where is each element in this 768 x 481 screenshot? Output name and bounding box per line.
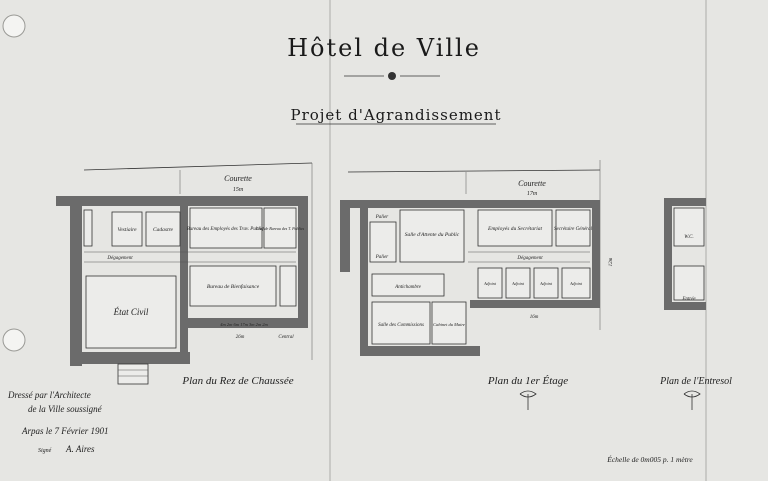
exterior-wall [180,318,308,328]
room-antichambre [371,273,445,297]
room-label: Adjoint [511,281,525,286]
signature-date: Arpas le 7 Février 1901 [21,426,108,436]
room-label: Secrétaire Général [554,227,593,232]
signed-label: Signé [38,448,52,454]
room-wc [673,207,705,247]
corridor-label: Dégagement [516,256,543,261]
drawing-subtitle: Projet d'Agrandissement [290,106,501,124]
room-label: Salle d'Attente du Public [405,232,460,238]
scale-note: Échelle de 0m005 p. 1 mètre [606,454,693,464]
room-label: W.C. [684,235,694,240]
signature-block: Dressé par l'Architecte de la Ville sous… [7,390,108,454]
staircase [83,209,93,247]
ground-floor-plan: Courette 15m Vestiaire Cadastre Bureau d… [56,162,313,387]
exterior-wall [470,300,600,308]
room-label: Bureau de Bienfaisance [207,283,260,290]
total-dimension: 26m [236,335,245,340]
first-floor-plan: Courette 17m Palier Palier Salle d'Atten… [340,160,614,410]
room-salle-commissions [371,301,431,345]
dimension-label: 12m [609,257,614,266]
room-adjoint [533,267,559,299]
signature-name: A. Aires [65,444,95,454]
plan-caption: Plan du Rez de Chaussée [181,375,293,387]
room-label: État Civil [113,307,149,317]
plan-caption: Plan du 1er Étage [487,375,568,387]
exterior-wall [70,352,190,364]
room-adjoint [561,267,591,299]
exterior-wall [664,302,706,310]
room-label: Adjoint [539,281,553,286]
room-vestiaire [111,211,143,247]
north-arrow-icon [519,390,537,410]
room-label: Entrée [681,297,696,302]
room-label: Antichambre [394,285,421,290]
room-label: Cabinet du Maire [433,322,465,327]
dimension-chain: 4m 2m 6m 17m 3m 2m 2m [220,322,268,327]
room-label: Central [278,335,294,340]
courette-boundary [347,169,601,173]
signature-line: Dressé par l'Architecte [7,390,91,400]
plan-caption: Plan de l'Entresol [659,376,732,387]
entrance-steps [117,363,149,385]
exterior-wall [70,196,82,366]
exterior-wall [664,198,706,206]
staircase [279,265,297,307]
exterior-wall [360,346,480,356]
room-salle-attente [399,209,465,263]
courette-dimension: 15m [233,187,244,193]
room-label: Palier [375,215,389,220]
dimension-label: 16m [530,315,539,320]
room-adjoint [505,267,531,299]
drawing-title: Hôtel de Ville [287,34,481,62]
staircase [369,221,397,263]
mezzanine-plan: W.C. Entrée Plan de l'Entresol [659,198,732,410]
room-label: Salle des Commissions [378,323,424,328]
north-arrow-icon [683,390,701,410]
binder-hole-icon [2,328,26,352]
room-etat-civil [85,275,177,349]
room-label: Palier [375,255,389,260]
exterior-wall [664,198,672,310]
room-employes-secretariat [477,209,553,247]
room-label: Chef de Bureau des T. Publics [256,226,305,231]
room-label: Adjoint [483,281,497,286]
room-bureau-employes [189,207,263,249]
exterior-wall [298,196,308,328]
signature-line: de la Ville soussigné [28,404,103,414]
interior-wall [360,200,368,356]
room-label: Vestiaire [117,227,137,233]
courette-boundary [83,162,313,171]
corridor-label: Dégagement [106,256,133,261]
room-cadastre [145,211,181,247]
fleuron-icon [388,72,396,80]
room-label: Cadastre [153,227,174,233]
room-label: Bureau des Employés des Trav. Publics [187,227,266,232]
room-bienfaisance [189,265,277,307]
room-adjoint [477,267,503,299]
exterior-wall [592,200,600,308]
binder-hole-icon [2,14,26,38]
room-secretaire-general [555,209,591,247]
courette-dimension: 17m [527,191,538,197]
exterior-wall [340,200,350,272]
room-label: Adjoint [569,281,583,286]
staircase [673,265,705,301]
room-chef-bureau [263,207,297,249]
interior-wall [180,196,188,364]
exterior-wall [340,200,600,208]
courette-label: Courette [518,179,546,188]
room-cabinet-maire [431,301,467,345]
courette-label: Courette [224,174,252,183]
room-label: Employés du Secrétariat [487,226,543,232]
